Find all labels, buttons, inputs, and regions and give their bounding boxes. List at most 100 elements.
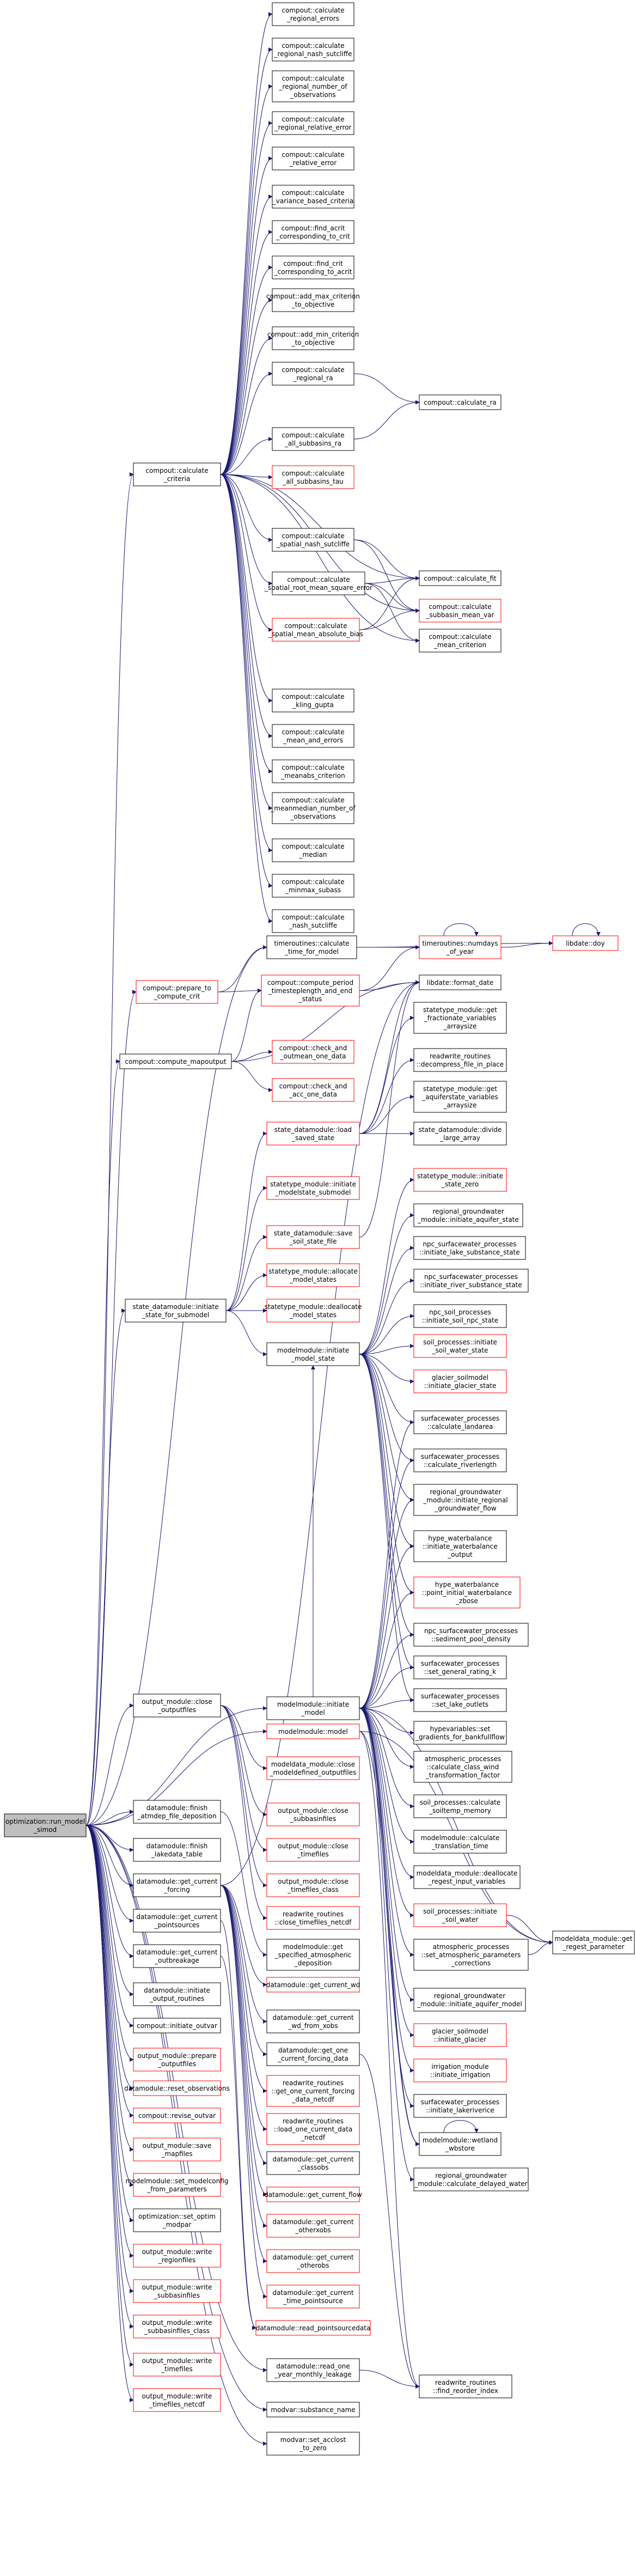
node-box[interactable]	[133, 2353, 221, 2377]
node-box[interactable]	[266, 2113, 360, 2145]
node-c-nash[interactable]: compout::calculate_nash_sutcliffe	[272, 909, 354, 933]
node-c-period-timesteps[interactable]: compout::compute_period_timesteplength_a…	[261, 975, 360, 1007]
node-box[interactable]	[272, 220, 354, 244]
node-box[interactable]	[266, 2432, 360, 2456]
node-box[interactable]	[133, 2080, 221, 2096]
node-box[interactable]	[266, 1977, 360, 1993]
node-box[interactable]	[419, 975, 502, 990]
node-c-kling[interactable]: compout::calculate_kling_gupta	[272, 689, 354, 712]
node-box[interactable]	[133, 2018, 221, 2033]
node-sw-init-lakeriverice[interactable]: surfacewater_processes::initiate_lakeriv…	[413, 2094, 507, 2118]
node-c-mean-errors[interactable]: compout::calculate_mean_and_errors	[272, 724, 354, 748]
node-mm-specified-dep[interactable]: modelmodule::get_specified_atmospheric_d…	[266, 1939, 360, 1971]
node-box[interactable]	[266, 1176, 360, 1200]
node-box[interactable]	[272, 874, 354, 898]
node-c-mean-criterion[interactable]: compout::calculate_mean_criterion	[419, 629, 502, 653]
node-box[interactable]	[266, 1342, 360, 1366]
node-c-variance-based[interactable]: compout::calculate_variance_based_criter…	[272, 185, 354, 209]
node-box[interactable]	[413, 1203, 523, 1227]
node-c-fit[interactable]: compout::calculate_fit	[419, 570, 502, 586]
node-box[interactable]	[272, 724, 354, 748]
node-rr-find-reorder[interactable]: readwrite_routines::find_reorder_index	[419, 2374, 512, 2398]
node-c-check-acc[interactable]: compout::check_and_acc_one_data	[272, 1078, 354, 1102]
node-box[interactable]	[413, 1688, 507, 1712]
node-box[interactable]	[266, 1906, 360, 1930]
node-box[interactable]	[272, 326, 354, 350]
node-stm-init-modelstate[interactable]: statetype_module::initiate_modelstate_su…	[266, 1176, 360, 1200]
node-box[interactable]	[133, 462, 221, 486]
node-compout-revise[interactable]: compout::revise_outvar	[133, 2108, 221, 2123]
node-box[interactable]	[266, 1122, 360, 1146]
node-box[interactable]	[272, 792, 354, 824]
node-stm-deallocate[interactable]: statetype_module::deallocate_model_state…	[265, 1299, 362, 1323]
node-c-add-max[interactable]: compout::add_max_criterion_to_objective	[266, 288, 360, 312]
node-dm-finish-tab[interactable]: datamodule::finish_lakedata_table	[133, 1838, 221, 1862]
node-box[interactable]	[413, 2023, 507, 2047]
node-dm-get-current-otherxobs[interactable]: datamodule::get_current_otherxobs	[266, 2214, 360, 2238]
node-npc-init-soil[interactable]: npc_soil_processes::initiate_soil_npc_st…	[413, 1304, 507, 1328]
node-box[interactable]	[272, 147, 354, 170]
node-box[interactable]	[419, 570, 502, 586]
node-c-minmax[interactable]: compout::calculate_minmax_subass	[272, 874, 354, 898]
node-dm-get-forcing[interactable]: datamodule::get_current_forcing	[133, 1873, 221, 1897]
node-opt-set-optim[interactable]: optimization::set_optim_modpar	[133, 2208, 221, 2232]
node-box[interactable]	[266, 2075, 360, 2107]
node-box[interactable]	[272, 111, 354, 135]
node-mm-model[interactable]: modelmodule::model	[266, 1724, 360, 1739]
node-box[interactable]	[266, 1756, 360, 1780]
node-box[interactable]	[266, 2009, 360, 2033]
node-box[interactable]	[272, 1078, 354, 1102]
node-box[interactable]	[413, 1721, 507, 1745]
node-box[interactable]	[413, 1269, 529, 1293]
node-root[interactable]: optimization::run_model_simod	[4, 1813, 87, 1837]
node-rr-close-nc[interactable]: readwrite_routines::close_timefiles_netc…	[266, 1906, 360, 1930]
node-box[interactable]	[413, 1369, 507, 1393]
node-box[interactable]	[272, 838, 354, 862]
node-c-find-acrit[interactable]: compout::find_acrit_corresponding_to_cri…	[272, 220, 354, 244]
node-dm-get-current-time-ps[interactable]: datamodule::get_current_time_pointsource	[266, 2285, 360, 2309]
node-mm-translation-time[interactable]: modelmodule::calculate_translation_time	[413, 1830, 507, 1854]
node-box[interactable]	[419, 2374, 512, 2398]
node-box[interactable]	[119, 1053, 232, 1069]
node-box[interactable]	[133, 1982, 221, 2006]
node-c-meanmedian[interactable]: compout::calculate_meanmedian_number_of_…	[270, 792, 356, 824]
node-box[interactable]	[413, 1236, 526, 1260]
node-box[interactable]	[413, 2167, 529, 2191]
node-c-ra[interactable]: compout::calculate_ra	[419, 394, 502, 410]
node-om-save-mapfiles[interactable]: output_module::save_mapfiles	[133, 2137, 221, 2161]
node-box[interactable]	[133, 1873, 221, 1897]
node-box[interactable]	[266, 1873, 360, 1897]
node-box[interactable]	[413, 1865, 521, 1889]
node-md-deallocate-vars[interactable]: modeldata_module::deallocate_regest_inpu…	[413, 1865, 521, 1889]
node-stm-get-fraction[interactable]: statetype_module::get_fractionate_variab…	[413, 1002, 507, 1034]
node-modvar-set-acclost[interactable]: modvar::set_acclost_to_zero	[266, 2432, 360, 2456]
node-c-regional-relative[interactable]: compout::calculate_regional_relative_err…	[272, 111, 354, 135]
node-box[interactable]	[133, 1694, 221, 1718]
node-box[interactable]	[266, 2214, 360, 2238]
node-dm-reset-obs[interactable]: datamodule::reset_observations	[124, 2080, 230, 2096]
node-box[interactable]	[552, 1931, 635, 1954]
node-c-regional-ra[interactable]: compout::calculate_regional_ra	[272, 362, 354, 386]
node-sp-soilwemp-memory[interactable]: soil_processes::calculate_soiltemp_memor…	[413, 1794, 507, 1818]
node-box[interactable]	[413, 1304, 507, 1328]
node-box[interactable]	[266, 1838, 360, 1862]
node-om-write-subbasinfiles[interactable]: output_module::write_subbasinfiles	[133, 2279, 221, 2303]
node-stm-init-state-zero[interactable]: statetype_module::initiate_state_zero	[413, 1168, 507, 1192]
node-om-write-subbasin-class[interactable]: output_module::write_subbasinfiles_class	[133, 2315, 221, 2339]
node-box[interactable]	[266, 1263, 360, 1287]
node-box[interactable]	[133, 2108, 221, 2123]
node-npc-sediment[interactable]: npc_surfacewater_processes::sediment_poo…	[413, 1623, 529, 1647]
node-box[interactable]	[413, 1623, 529, 1647]
node-box[interactable]	[413, 1576, 521, 1609]
node-md-close-outputfiles[interactable]: modeldata_module::close_modeldefined_out…	[266, 1756, 360, 1780]
node-rg-init-flow[interactable]: regional_groundwater_module::initiate_re…	[413, 1484, 518, 1516]
node-modvar-substance-name[interactable]: modvar::substance_name	[266, 2402, 360, 2417]
node-dm-get-current-flow[interactable]: datamodule::get_current_flow	[264, 2187, 362, 2202]
node-c-check-outmean[interactable]: compout::check_and_outmean_one_data	[272, 1040, 354, 1064]
node-box[interactable]	[266, 1299, 360, 1323]
node-box[interactable]	[272, 288, 354, 312]
node-box[interactable]	[419, 599, 502, 623]
node-c-meanabs[interactable]: compout::calculate_meanabs_criterion	[272, 759, 354, 783]
node-dm-read-one-leakage[interactable]: datamodule::read_one_year_monthly_leakag…	[266, 2358, 360, 2382]
node-box[interactable]	[552, 935, 619, 951]
